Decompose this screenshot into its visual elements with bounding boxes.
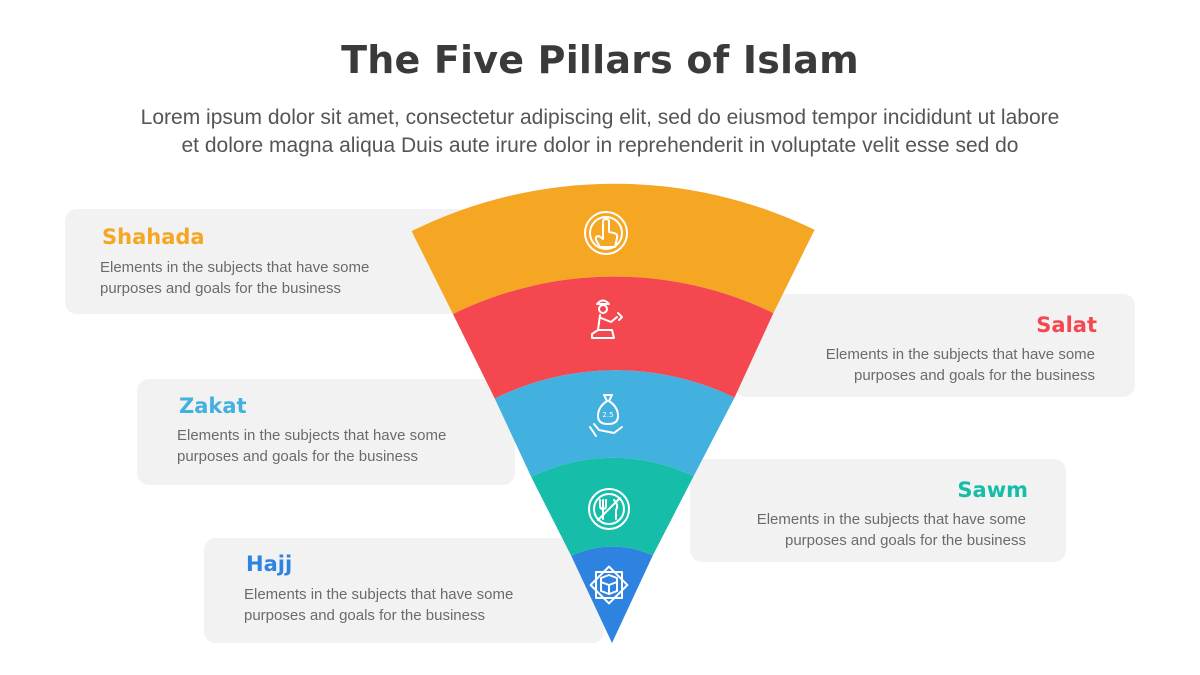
pillar-desc-line: purposes and goals for the business [100,280,341,297]
pillar-card-shahada: Shahada Elements in the subjects that ha… [65,209,485,314]
funnel-segment-shahada [411,183,815,315]
pillar-card-salat: Salat Elements in the subjects that have… [735,294,1135,397]
pillar-title-sawm: Sawm [957,478,1028,502]
svg-text:2.5: 2.5 [602,411,613,419]
subtitle-line-2: et dolore magna aliqua Duis aute irure d… [181,134,1019,157]
pillar-desc-line: Elements in the subjects that have some [756,511,1026,528]
pillar-desc-line: purposes and goals for the business [244,607,485,624]
pillar-desc-sawm: Elements in the subjects that have some … [706,509,1026,551]
subtitle-line-1: Lorem ipsum dolor sit amet, consectetur … [140,106,1060,129]
pillar-card-zakat: Zakat Elements in the subjects that have… [137,379,515,485]
page-title: The Five Pillars of Islam [341,38,859,82]
pillar-desc-line: Elements in the subjects that have some [177,427,447,444]
pillar-title-salat: Salat [1036,313,1097,337]
funnel-segment-hajj [571,546,653,643]
pillar-desc-line: purposes and goals for the business [854,367,1095,384]
money-bag-hand-icon: 2.5 [589,394,623,437]
pillar-desc-shahada: Elements in the subjects that have some … [100,257,420,299]
pillar-title-hajj: Hajj [246,552,293,576]
page-subtitle: Lorem ipsum dolor sit amet, consectetur … [40,104,1160,160]
pillar-desc-hajj: Elements in the subjects that have some … [244,584,564,626]
pillar-desc-line: Elements in the subjects that have some [244,586,514,603]
pillar-title-shahada: Shahada [102,225,205,249]
pillar-desc-salat: Elements in the subjects that have some … [775,344,1095,386]
pillar-title-zakat: Zakat [179,394,247,418]
pillar-card-hajj: Hajj Elements in the subjects that have … [204,538,604,643]
pillar-desc-line: purposes and goals for the business [785,532,1026,549]
pillar-desc-line: Elements in the subjects that have some [100,259,370,276]
kaaba-icon [589,565,629,605]
pillar-desc-line: purposes and goals for the business [177,448,418,465]
praying-person-icon [591,299,623,339]
pillar-card-sawm: Sawm Elements in the subjects that have … [690,459,1066,562]
pillar-desc-line: Elements in the subjects that have some [825,346,1095,363]
no-food-icon [588,488,630,530]
pillar-desc-zakat: Elements in the subjects that have some … [177,425,497,467]
finger-pointing-icon [584,211,628,255]
